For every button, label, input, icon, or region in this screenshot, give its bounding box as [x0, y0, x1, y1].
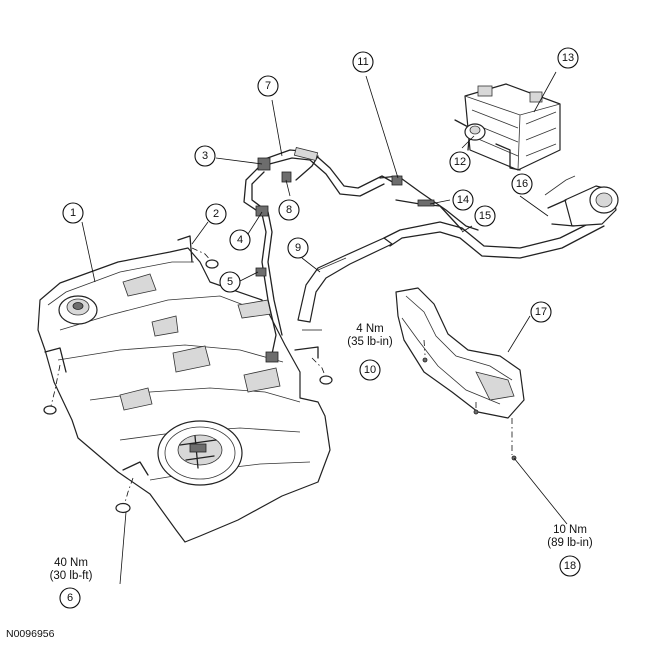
bolt-icon	[115, 477, 134, 514]
callout-5: 5	[219, 271, 241, 293]
tank-bolts	[43, 247, 333, 514]
callout-13: 13	[557, 47, 579, 69]
svg-text:14: 14	[457, 194, 469, 206]
callout-1: 1	[62, 202, 84, 224]
callout-12: 12	[449, 151, 471, 173]
callout-2: 2	[205, 203, 227, 225]
bolt-icon	[43, 364, 61, 415]
torque-spec-10-imperial: (35 lb-in)	[347, 336, 393, 348]
evap-canister	[454, 83, 561, 171]
callout-17: 17	[530, 301, 552, 323]
callout-4: 4	[229, 229, 251, 251]
fuel-pump-flange	[157, 420, 243, 486]
torque-spec-18-imperial: (89 lb-in)	[547, 537, 593, 549]
torque-spec-10: 4 Nm (35 lb-in)	[340, 323, 400, 349]
svg-text:1: 1	[70, 207, 76, 219]
fuel-filler-pipe	[297, 175, 619, 323]
callout-6: 6	[59, 587, 81, 609]
callout-9: 9	[287, 237, 309, 259]
fuel-tank	[37, 235, 331, 543]
callout-16: 16	[511, 173, 533, 195]
svg-text:11: 11	[357, 56, 368, 68]
svg-text:3: 3	[202, 150, 208, 162]
callout-11: 11	[352, 51, 374, 73]
svg-text:13: 13	[562, 52, 574, 64]
torque-spec-10-metric: 4 Nm	[356, 323, 384, 335]
svg-text:18: 18	[564, 560, 576, 572]
sender-flange-top	[58, 295, 98, 325]
callout-3: 3	[194, 145, 216, 167]
bolt-icon	[191, 247, 219, 269]
svg-text:7: 7	[265, 80, 271, 92]
torque-spec-6-imperial: (30 lb-ft)	[49, 570, 93, 582]
heat-shield	[395, 287, 525, 461]
svg-text:6: 6	[67, 592, 73, 604]
svg-text:16: 16	[516, 178, 528, 190]
fuel-lines	[243, 146, 479, 363]
callout-14: 14	[452, 189, 474, 211]
callout-10: 10	[359, 359, 381, 381]
torque-spec-18-metric: 10 Nm	[553, 524, 587, 536]
torque-spec-6: 40 Nm (30 lb-ft)	[40, 557, 102, 583]
callout-18: 18	[559, 555, 581, 577]
bolt-icon	[311, 357, 333, 385]
callout-15: 15	[474, 205, 496, 227]
svg-text:4: 4	[237, 234, 243, 246]
svg-text:17: 17	[535, 306, 547, 318]
svg-text:10: 10	[364, 364, 376, 376]
callout-8: 8	[278, 199, 300, 221]
svg-text:15: 15	[479, 210, 491, 222]
svg-text:12: 12	[454, 156, 466, 168]
callout-7: 7	[257, 75, 279, 97]
torque-spec-6-metric: 40 Nm	[54, 557, 88, 569]
svg-text:5: 5	[227, 276, 233, 288]
filler-neck	[544, 175, 619, 227]
leader-lines	[81, 71, 568, 585]
svg-text:2: 2	[213, 208, 219, 220]
svg-text:8: 8	[286, 204, 292, 216]
figure-id: N0096956	[6, 628, 55, 640]
svg-text:9: 9	[295, 242, 301, 254]
torque-spec-18: 10 Nm (89 lb-in)	[538, 524, 602, 550]
